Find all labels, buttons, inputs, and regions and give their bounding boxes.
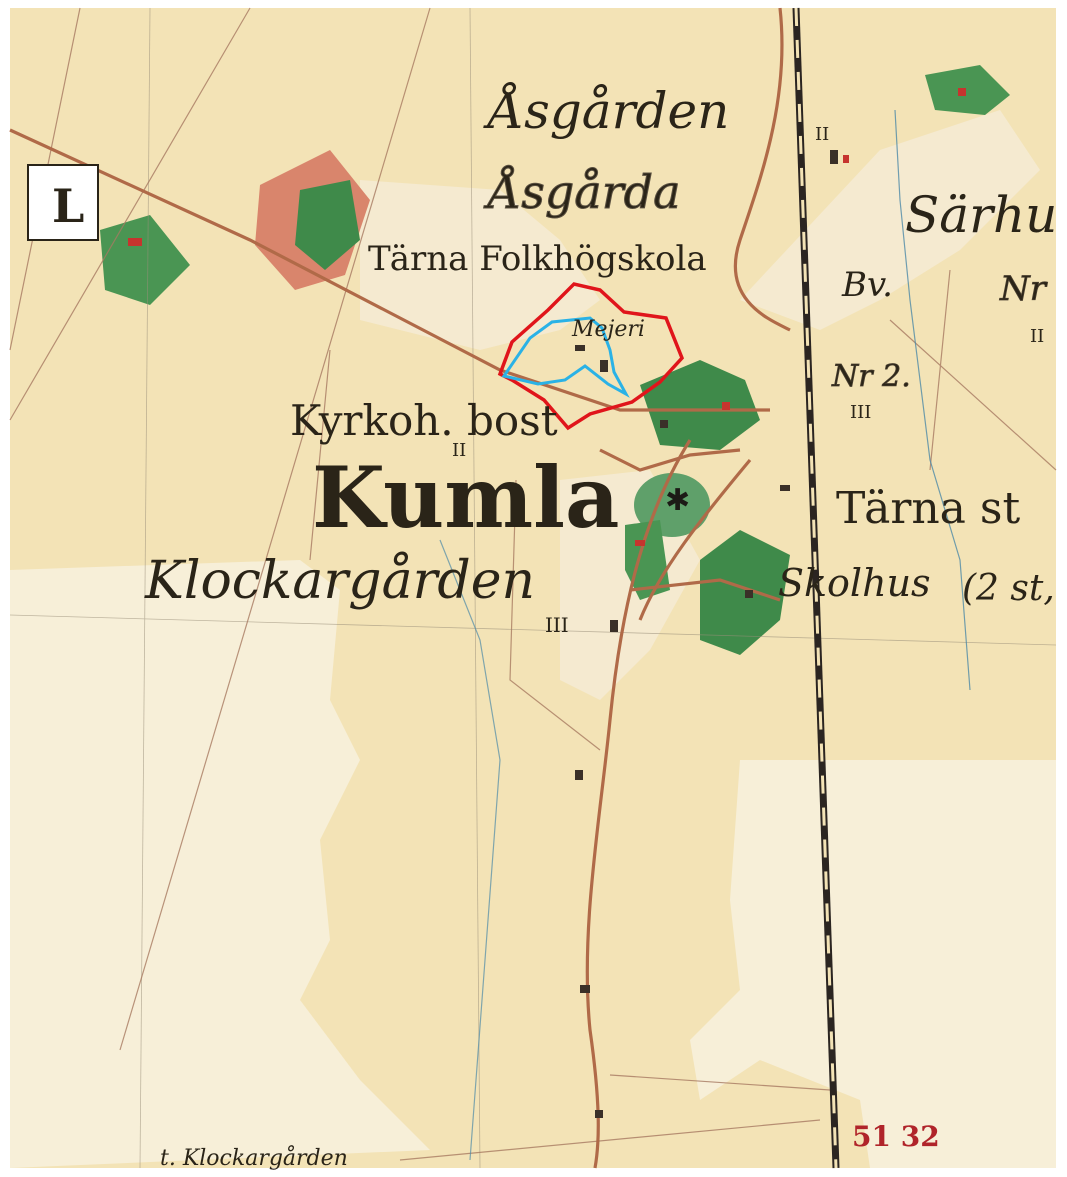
label-roman-iii-a: III bbox=[545, 613, 569, 637]
study-area-blue-outline bbox=[501, 316, 630, 398]
label-roman-ii-b: II bbox=[815, 124, 829, 145]
label-roman-ii-right: II bbox=[1030, 326, 1044, 347]
forest-northeast bbox=[925, 65, 1010, 115]
meadow-southeast bbox=[690, 760, 1056, 1168]
meadow-north bbox=[360, 180, 600, 350]
label-skolhus: Skolhus bbox=[778, 561, 931, 605]
church: ✱ bbox=[665, 483, 690, 518]
study-area-red-outline bbox=[497, 282, 685, 431]
label-roman-iii-b: III bbox=[850, 402, 871, 423]
meadow-west bbox=[10, 560, 430, 1168]
label-roman-ii-a: II bbox=[452, 440, 466, 461]
label-tarna-folkhogskola: Tärna Folkhögskola bbox=[368, 239, 707, 279]
svg-text:✱: ✱ bbox=[665, 483, 690, 518]
field-boundaries bbox=[9, 7, 1057, 1161]
l-sign-label: L bbox=[52, 179, 84, 233]
label-mejeri: Mejeri bbox=[571, 317, 645, 342]
label-asgarda: Åsgårda bbox=[483, 164, 681, 219]
buildings bbox=[575, 150, 838, 1118]
label-kyrkoh-bost: Kyrkoh. bost bbox=[290, 396, 558, 445]
forest-churchyard bbox=[640, 360, 760, 450]
label-klockargarden: Klockargården bbox=[144, 551, 535, 611]
main-roads bbox=[9, 7, 791, 1169]
l-sign-box bbox=[27, 164, 99, 241]
stream bbox=[894, 109, 971, 691]
label-skolhus-note: (2 st, bbox=[962, 568, 1055, 609]
label-bv: Bv. bbox=[841, 265, 893, 305]
forest-folkhogskola bbox=[295, 180, 360, 270]
red-buildings bbox=[128, 88, 966, 546]
label-nr-right: Nr bbox=[999, 269, 1048, 309]
forest-northwest bbox=[100, 215, 190, 305]
label-sarhu: Särhu bbox=[905, 186, 1057, 244]
label-small-klockargarden: t. Klockargården bbox=[160, 1144, 348, 1171]
map-grid bbox=[9, 7, 1057, 1169]
label-sheet-number: 51 32 bbox=[852, 1120, 940, 1153]
railway bbox=[792, 7, 840, 1169]
label-nr2: Nr 2. bbox=[831, 359, 911, 394]
meadow-village bbox=[740, 110, 1040, 330]
label-tarna-st: Tärna st bbox=[836, 483, 1020, 534]
label-asgarden: Åsgården bbox=[483, 81, 729, 140]
stream-west bbox=[439, 539, 501, 1161]
label-kumla: Kumla bbox=[312, 448, 619, 547]
